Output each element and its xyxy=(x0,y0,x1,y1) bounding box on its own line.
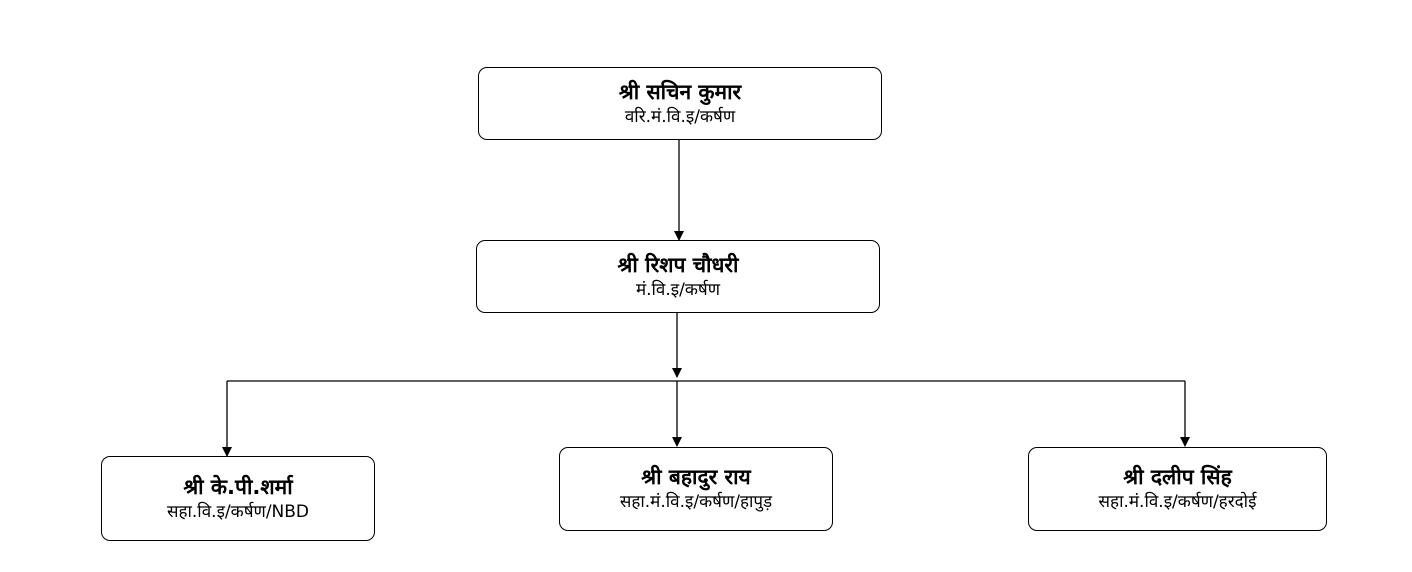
node-kp-sharma: श्री के.पी.शर्मा सहा.वि.इ/कर्षण/NBD xyxy=(101,456,375,541)
node-title: सहा.मं.वि.इ/कर्षण/हापुड़ xyxy=(619,492,773,512)
node-name: श्री रिशप चौधरी xyxy=(617,252,739,277)
node-dalip-singh: श्री दलीप सिंह सहा.मं.वि.इ/कर्षण/हरदोई xyxy=(1028,447,1327,531)
node-bahadur-rai: श्री बहादुर राय सहा.मं.वि.इ/कर्षण/हापुड़ xyxy=(559,447,833,531)
node-name: श्री दलीप सिंह xyxy=(1123,465,1232,489)
node-rishap-chaudhari: श्री रिशप चौधरी मं.वि.इ/कर्षण xyxy=(476,240,880,313)
node-name: श्री के.पी.शर्मा xyxy=(183,474,293,499)
node-title: सहा.वि.इ/कर्षण/NBD xyxy=(166,501,310,522)
node-name: श्री बहादुर राय xyxy=(641,465,751,489)
node-sachin-kumar: श्री सचिन कुमार वरि.मं.वि.इ/कर्षण xyxy=(478,67,882,140)
node-name: श्री सचिन कुमार xyxy=(618,79,742,104)
node-title: मं.वि.इ/कर्षण xyxy=(635,279,721,300)
node-title: सहा.मं.वि.इ/कर्षण/हरदोई xyxy=(1098,492,1257,512)
node-title: वरि.मं.वि.इ/कर्षण xyxy=(624,106,736,127)
